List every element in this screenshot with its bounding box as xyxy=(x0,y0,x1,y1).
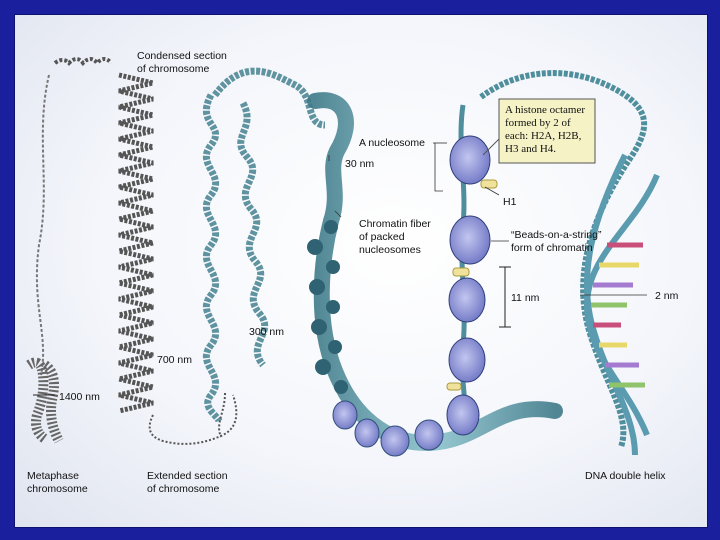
fiber-label-line1: Chromatin fiber xyxy=(359,218,431,230)
h1-label: H1 xyxy=(503,196,517,208)
nm300-label: 300 nm xyxy=(249,326,284,338)
nm30-label: 30 nm xyxy=(345,158,374,170)
diagram-panel: A histone octamer formed by 2 of each: H… xyxy=(14,14,708,528)
octamer-label-line3: each: H2A, H2B, xyxy=(505,130,582,142)
extended-section xyxy=(206,71,325,437)
nm1400-label: 1400 nm xyxy=(59,391,100,403)
nm700-label: 700 nm xyxy=(157,354,192,366)
beads-label-line2: form of chromatin xyxy=(511,242,593,254)
metaphase-label-line2: chromosome xyxy=(27,483,88,495)
beads-label-line1: “Beads-on-a-string” xyxy=(511,229,602,241)
dna-label: DNA double helix xyxy=(585,470,666,482)
histone-octamer-callout: A histone octamer formed by 2 of each: H… xyxy=(483,99,595,163)
chromatin-diagram: A histone octamer formed by 2 of each: H… xyxy=(15,15,707,527)
nucleosome-label: A nucleosome xyxy=(359,137,425,149)
metaphase-chromosome xyxy=(29,59,111,441)
extended-label-line2: of chromosome xyxy=(147,483,220,495)
condensed-label-line1: Condensed section xyxy=(137,50,227,62)
metaphase-label-line1: Metaphase xyxy=(27,470,79,482)
octamer-label-line1: A histone octamer xyxy=(505,104,585,116)
fiber-label-line3: nucleosomes xyxy=(359,244,421,256)
condensed-section xyxy=(119,75,236,444)
nm2-label: 2 nm xyxy=(655,290,679,302)
nm11-label: 11 nm xyxy=(511,292,540,304)
extended-label-line1: Extended section xyxy=(147,470,228,482)
octamer-label-line4: H3 and H4. xyxy=(505,143,556,155)
fiber-label-line2: of packed xyxy=(359,231,405,243)
condensed-label-line2: of chromosome xyxy=(137,63,210,75)
octamer-label-line2: formed by 2 of xyxy=(505,117,571,129)
